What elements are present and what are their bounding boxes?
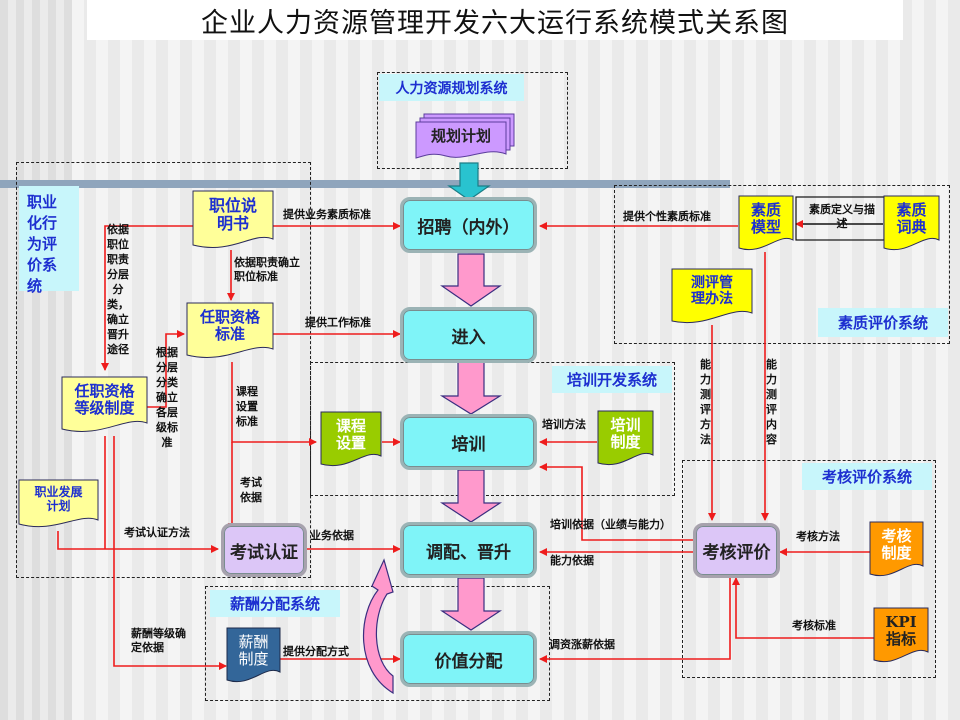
doc-competency-dictionary-text: 素质词典: [896, 201, 927, 237]
doc-competency-model[interactable]: 素质模型: [738, 195, 794, 254]
doc-shape: [186, 302, 274, 358]
doc-shape: [320, 411, 382, 467]
label-quality-def-text: 素质定义与描述: [809, 203, 875, 231]
label-course-std-text: 课程设置标准: [236, 385, 258, 428]
process-value-distribution[interactable]: 价值分配: [400, 631, 537, 687]
doc-training-policy[interactable]: 培训制度: [597, 410, 654, 469]
doc-qualification-standard-text: 任职资格标准: [199, 308, 260, 344]
process-recruit[interactable]: 招聘（内外）: [400, 197, 537, 253]
doc-course-setting[interactable]: 课程设置: [320, 411, 382, 470]
appraisal-system-label: 考核评价系统: [802, 463, 932, 490]
label-course-std: 课程设置标准: [234, 384, 260, 429]
doc-kpi[interactable]: KPI指标: [873, 607, 929, 666]
training-system-label: 培训开发系统: [552, 366, 672, 393]
title-bar: 企业人力资源管理开发六大运行系统模式关系图: [87, 0, 903, 40]
process-entry[interactable]: 进入: [400, 307, 537, 363]
divider-bar: [0, 180, 730, 188]
doc-plan[interactable]: 规划计划: [415, 113, 515, 159]
label-ability-basis: 能力依据: [550, 554, 594, 567]
doc-shape: [61, 376, 148, 432]
process-appraisal[interactable]: 考核评价: [693, 523, 780, 578]
appraisal-system-box: [682, 460, 936, 678]
doc-appraisal-policy[interactable]: 考核制度: [869, 521, 924, 580]
label-ability-method: 能力测评方法: [700, 358, 711, 446]
stacked-doc-shape: [415, 113, 515, 159]
flow-arrow-recruit-entry: [440, 253, 502, 307]
label-personal-quality: 提供个性素质标准: [623, 210, 711, 223]
label-tier-path: 依据职位职责分层分类，确立晋升途径: [104, 222, 132, 357]
doc-shape: [597, 410, 654, 466]
planning-system-label: 人力资源规划系统: [379, 74, 524, 101]
career-system-label-text: 职业化行为评价系统: [27, 193, 58, 295]
label-tier-std: 根据分层分类确立各层级标准: [153, 345, 181, 450]
doc-career-plan-text: 职业发展计划: [34, 485, 83, 513]
doc-career-plan[interactable]: 职业发展计划: [18, 479, 99, 532]
label-biz-basis: 业务依据: [310, 529, 354, 542]
label-exam-basis-text: 考试依据: [240, 476, 262, 504]
doc-shape: [883, 195, 940, 251]
doc-job-description-text: 职位说明书: [208, 196, 257, 234]
label-appraisal-std: 考核标准: [792, 619, 836, 632]
compensation-system-label: 薪酬分配系统: [210, 590, 340, 617]
label-work-std: 提供工作标准: [305, 316, 371, 329]
label-train-basis: 培训依据（业绩与能力）: [550, 518, 671, 531]
process-exam-certification[interactable]: 考试认证: [221, 523, 307, 577]
doc-qualification-grade-text: 任职资格等级制度: [74, 382, 135, 418]
doc-course-setting-text: 课程设置: [335, 417, 366, 453]
process-deploy-promote[interactable]: 调配、晋升: [400, 522, 537, 578]
competency-system-label: 素质评价系统: [818, 308, 948, 337]
doc-assessment-method[interactable]: 测评管理办法: [671, 268, 753, 327]
label-salary-grade-text: 薪酬等级确定依据: [131, 627, 186, 655]
doc-shape: [738, 195, 794, 251]
process-training[interactable]: 培训: [400, 414, 537, 470]
doc-shape: [226, 627, 281, 683]
doc-competency-model-text: 素质模型: [750, 201, 781, 237]
doc-shape: [18, 479, 99, 528]
doc-competency-dictionary[interactable]: 素质词典: [883, 195, 940, 254]
label-quality-def: 素质定义与描述: [806, 203, 878, 232]
doc-salary-policy-text: 薪酬制度: [238, 633, 269, 669]
label-train-method: 培训方法: [542, 418, 586, 431]
label-salary-adjust: 调资涨薪依据: [549, 638, 615, 651]
label-dist-method: 提供分配方式: [283, 645, 349, 658]
doc-shape: [671, 268, 753, 324]
label-duty-std: 依据职责确立职位标准: [234, 256, 302, 285]
doc-kpi-text: KPI指标: [885, 613, 917, 649]
doc-qualification-grade[interactable]: 任职资格等级制度: [61, 376, 148, 437]
doc-shape: [873, 607, 929, 663]
label-exam-method: 考试认证方法: [124, 526, 190, 539]
label-salary-grade: 薪酬等级确定依据: [131, 627, 189, 656]
label-duty-std-text: 依据职责确立职位标准: [234, 256, 300, 284]
label-biz-quality-std: 提供业务素质标准: [283, 208, 371, 221]
career-system-label: 职业化行为评价系统: [19, 186, 79, 295]
doc-job-description[interactable]: 职位说明书: [192, 190, 274, 253]
background-band: [0, 0, 72, 720]
page-title: 企业人力资源管理开发六大运行系统模式关系图: [201, 7, 789, 39]
doc-qualification-standard[interactable]: 任职资格标准: [186, 302, 274, 363]
doc-shape: [192, 190, 274, 248]
label-ability-content: 能力测评内容: [766, 358, 777, 446]
doc-appraisal-policy-text: 考核制度: [881, 527, 912, 563]
doc-shape: [869, 521, 924, 577]
competency-system-box: [614, 185, 950, 344]
doc-plan-text: 规划计划: [430, 127, 491, 145]
doc-assessment-method-text: 测评管理办法: [691, 275, 733, 308]
label-exam-basis: 考试依据: [238, 475, 264, 505]
doc-salary-policy[interactable]: 薪酬制度: [226, 627, 281, 686]
label-appraisal-method: 考核方法: [796, 530, 840, 543]
label-tier-path-text: 依据职位职责分层分类，确立晋升途径: [107, 223, 129, 356]
doc-training-policy-text: 培训制度: [610, 416, 641, 452]
label-tier-std-text: 根据分层分类确立各层级标准: [156, 346, 178, 449]
